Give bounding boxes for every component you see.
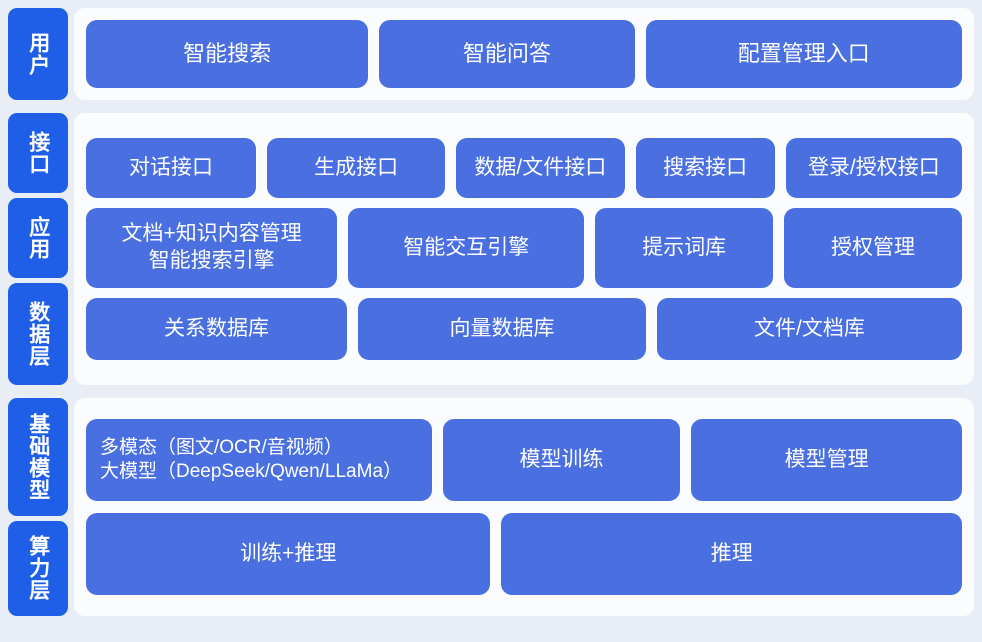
layer-tab-interface[interactable]: 接口 [8, 113, 68, 193]
row-interface: 对话接口 生成接口 数据/文件接口 搜索接口 登录/授权接口 [86, 138, 963, 198]
band-base-card: 多模态（图文/OCR/音视频） 大模型（DeepSeek/Qwen/LLaMa）… [74, 398, 974, 616]
layer-tab-base-model[interactable]: 基础模型 [8, 398, 68, 516]
box-model-management[interactable]: 模型管理 [691, 419, 962, 501]
box-login-auth-interface[interactable]: 登录/授权接口 [785, 138, 963, 198]
box-config-management-entry[interactable]: 配置管理入口 [645, 20, 962, 88]
box-vector-database[interactable]: 向量数据库 [358, 298, 646, 360]
box-model-training[interactable]: 模型训练 [442, 419, 681, 501]
band-user-tabs: 用户 [8, 8, 68, 100]
box-dialog-interface[interactable]: 对话接口 [86, 138, 257, 198]
box-inference[interactable]: 推理 [501, 513, 962, 595]
layer-tab-application[interactable]: 应用 [8, 198, 68, 278]
box-training-plus-inference[interactable]: 训练+推理 [86, 513, 491, 595]
band-user: 用户 智能搜索 智能问答 配置管理入口 [8, 8, 974, 100]
box-doc-knowledge-management[interactable]: 文档+知识内容管理 智能搜索引擎 [86, 208, 338, 288]
box-prompt-library[interactable]: 提示词库 [595, 208, 774, 288]
band-middle-card: 对话接口 生成接口 数据/文件接口 搜索接口 登录/授权接口 文档+知识内容管理… [74, 113, 974, 385]
row-user-entries: 智能搜索 智能问答 配置管理入口 [86, 20, 962, 88]
box-multimodal-large-model[interactable]: 多模态（图文/OCR/音视频） 大模型（DeepSeek/Qwen/LLaMa） [86, 419, 432, 501]
band-base-tabs: 基础模型 算力层 [8, 398, 68, 616]
row-compute: 训练+推理 推理 [86, 513, 962, 595]
band-user-card: 智能搜索 智能问答 配置管理入口 [74, 8, 974, 100]
band-middle: 接口 应用 数据层 对话接口 生成接口 数据/文件接口 搜索接口 登录/授权接口… [8, 113, 974, 385]
layer-tab-data[interactable]: 数据层 [8, 283, 68, 385]
box-intelligent-search[interactable]: 智能搜索 [86, 20, 369, 88]
row-model: 多模态（图文/OCR/音视频） 大模型（DeepSeek/Qwen/LLaMa）… [86, 419, 962, 501]
band-middle-tabs: 接口 应用 数据层 [8, 113, 68, 385]
box-search-interface[interactable]: 搜索接口 [635, 138, 775, 198]
box-file-document-store[interactable]: 文件/文档库 [656, 298, 962, 360]
layer-tab-user[interactable]: 用户 [8, 8, 68, 100]
box-generation-interface[interactable]: 生成接口 [267, 138, 446, 198]
box-data-file-interface[interactable]: 数据/文件接口 [456, 138, 625, 198]
box-relational-database[interactable]: 关系数据库 [86, 298, 348, 360]
box-intelligent-qa[interactable]: 智能问答 [379, 20, 635, 88]
row-data: 关系数据库 向量数据库 文件/文档库 [86, 298, 962, 360]
box-authorization-management[interactable]: 授权管理 [784, 208, 962, 288]
row-application: 文档+知识内容管理 智能搜索引擎 智能交互引擎 提示词库 授权管理 [86, 208, 962, 288]
band-base: 基础模型 算力层 多模态（图文/OCR/音视频） 大模型（DeepSeek/Qw… [8, 398, 974, 616]
layer-tab-compute[interactable]: 算力层 [8, 520, 68, 616]
box-intelligent-interaction-engine[interactable]: 智能交互引擎 [348, 208, 585, 288]
